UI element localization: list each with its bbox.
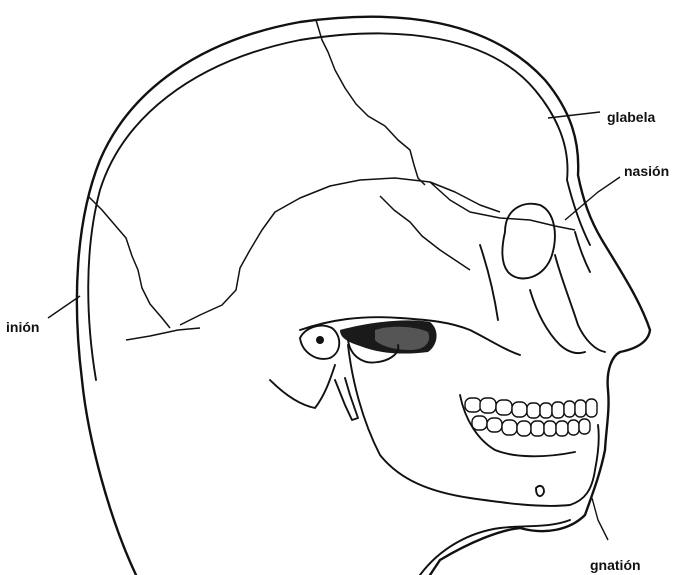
inion-leader	[48, 296, 80, 318]
tooth	[502, 420, 517, 435]
tooth	[512, 402, 527, 417]
gnation-leader	[592, 498, 608, 540]
tooth	[564, 401, 575, 417]
squamosal-suture	[180, 178, 500, 325]
tooth	[472, 416, 487, 430]
ear-opening	[316, 336, 324, 344]
neck-line	[420, 520, 570, 575]
tooth	[544, 421, 556, 436]
nasal-bone	[555, 232, 605, 352]
tooth	[579, 419, 590, 434]
glabela-leader	[548, 112, 600, 118]
mastoid-process	[270, 365, 335, 408]
tooth	[465, 398, 481, 412]
label-inion: inión	[6, 319, 39, 335]
tooth	[487, 418, 502, 432]
mental-foramen	[536, 486, 544, 496]
tooth	[540, 403, 552, 418]
nasion-leader	[565, 177, 620, 220]
cranial-vault	[88, 33, 590, 380]
tooth	[575, 400, 586, 417]
label-gnation: gnatión	[590, 557, 641, 573]
label-nasion: nasión	[624, 163, 669, 179]
tooth	[556, 421, 568, 436]
tooth	[480, 398, 496, 413]
orbit	[502, 204, 555, 279]
upper-teeth	[465, 398, 597, 418]
lower-teeth	[472, 416, 590, 436]
tooth	[586, 399, 597, 417]
sphenoid-suture	[380, 196, 470, 270]
tooth	[552, 402, 564, 418]
tooth	[517, 421, 531, 436]
tooth	[496, 400, 512, 415]
tooth	[568, 420, 579, 435]
coronal-suture	[316, 20, 425, 185]
label-glabela: glabela	[607, 109, 655, 125]
tooth	[531, 421, 544, 436]
tooth	[527, 403, 540, 418]
lambdoid-suture	[88, 196, 170, 328]
occipital-suture	[126, 328, 200, 340]
